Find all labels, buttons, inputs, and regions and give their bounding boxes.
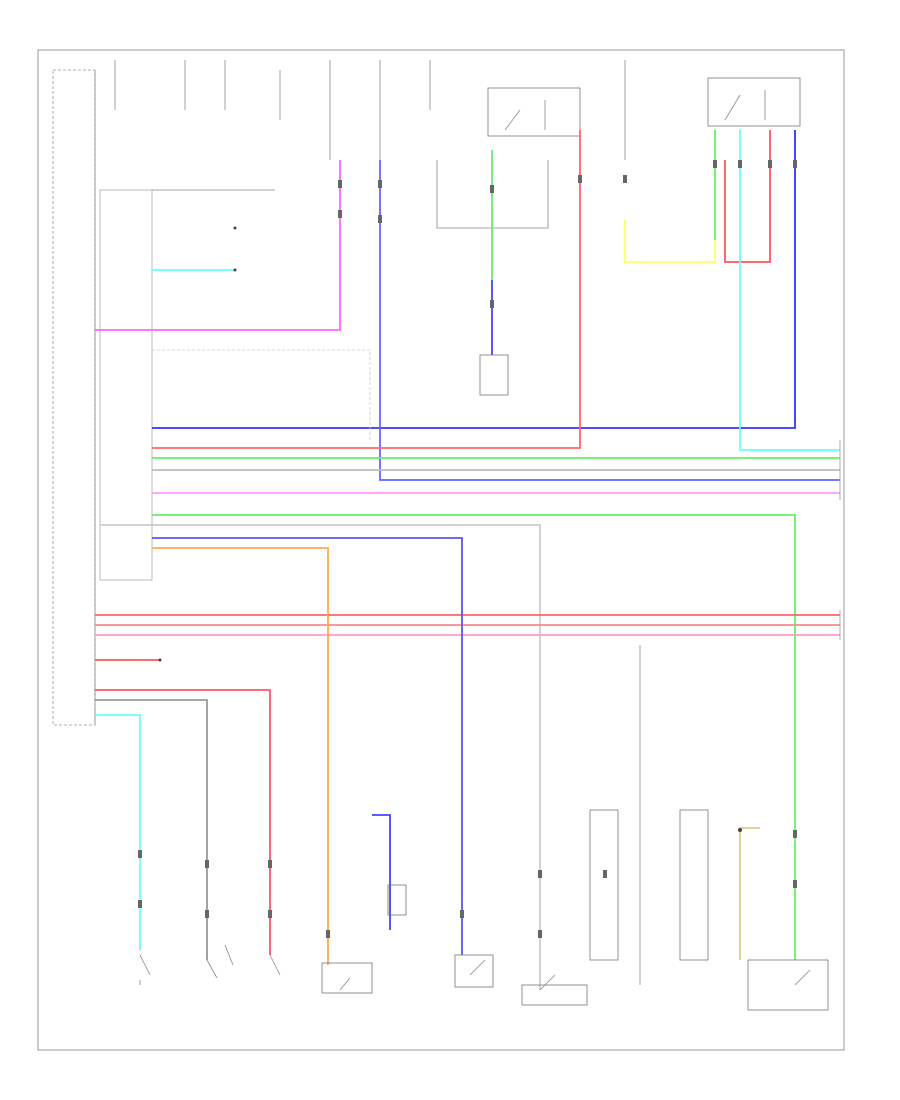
connector-markers [138,160,797,938]
wire-orange [152,547,329,965]
relay-box-middle [487,87,581,137]
wire-gray-bus [100,469,840,990]
gateway-sub-box [99,189,153,581]
wire-gray-bottom [95,645,641,985]
wire-cyan-bottom [95,714,141,950]
relay-switch-right [724,90,766,121]
bottom-switches [139,354,829,1011]
control-module-box [52,69,96,726]
top-feed-group [114,60,626,160]
relay-switch-middle [504,100,546,131]
wire-magenta-top [95,160,341,331]
junction-dots [158,226,742,832]
wire-blue-top [152,130,840,481]
wire-blue-bottom [152,280,493,955]
relay-box-right [707,77,801,127]
wire-tan [739,827,760,960]
dashed-link [152,349,371,440]
wire-green-bus [152,130,840,960]
wire-pink-bus [95,492,840,636]
wire-cyan-bus [152,130,840,451]
wire-red-relay [152,130,771,449]
diagram-frame [37,49,845,1051]
wire-yellow [624,220,716,263]
